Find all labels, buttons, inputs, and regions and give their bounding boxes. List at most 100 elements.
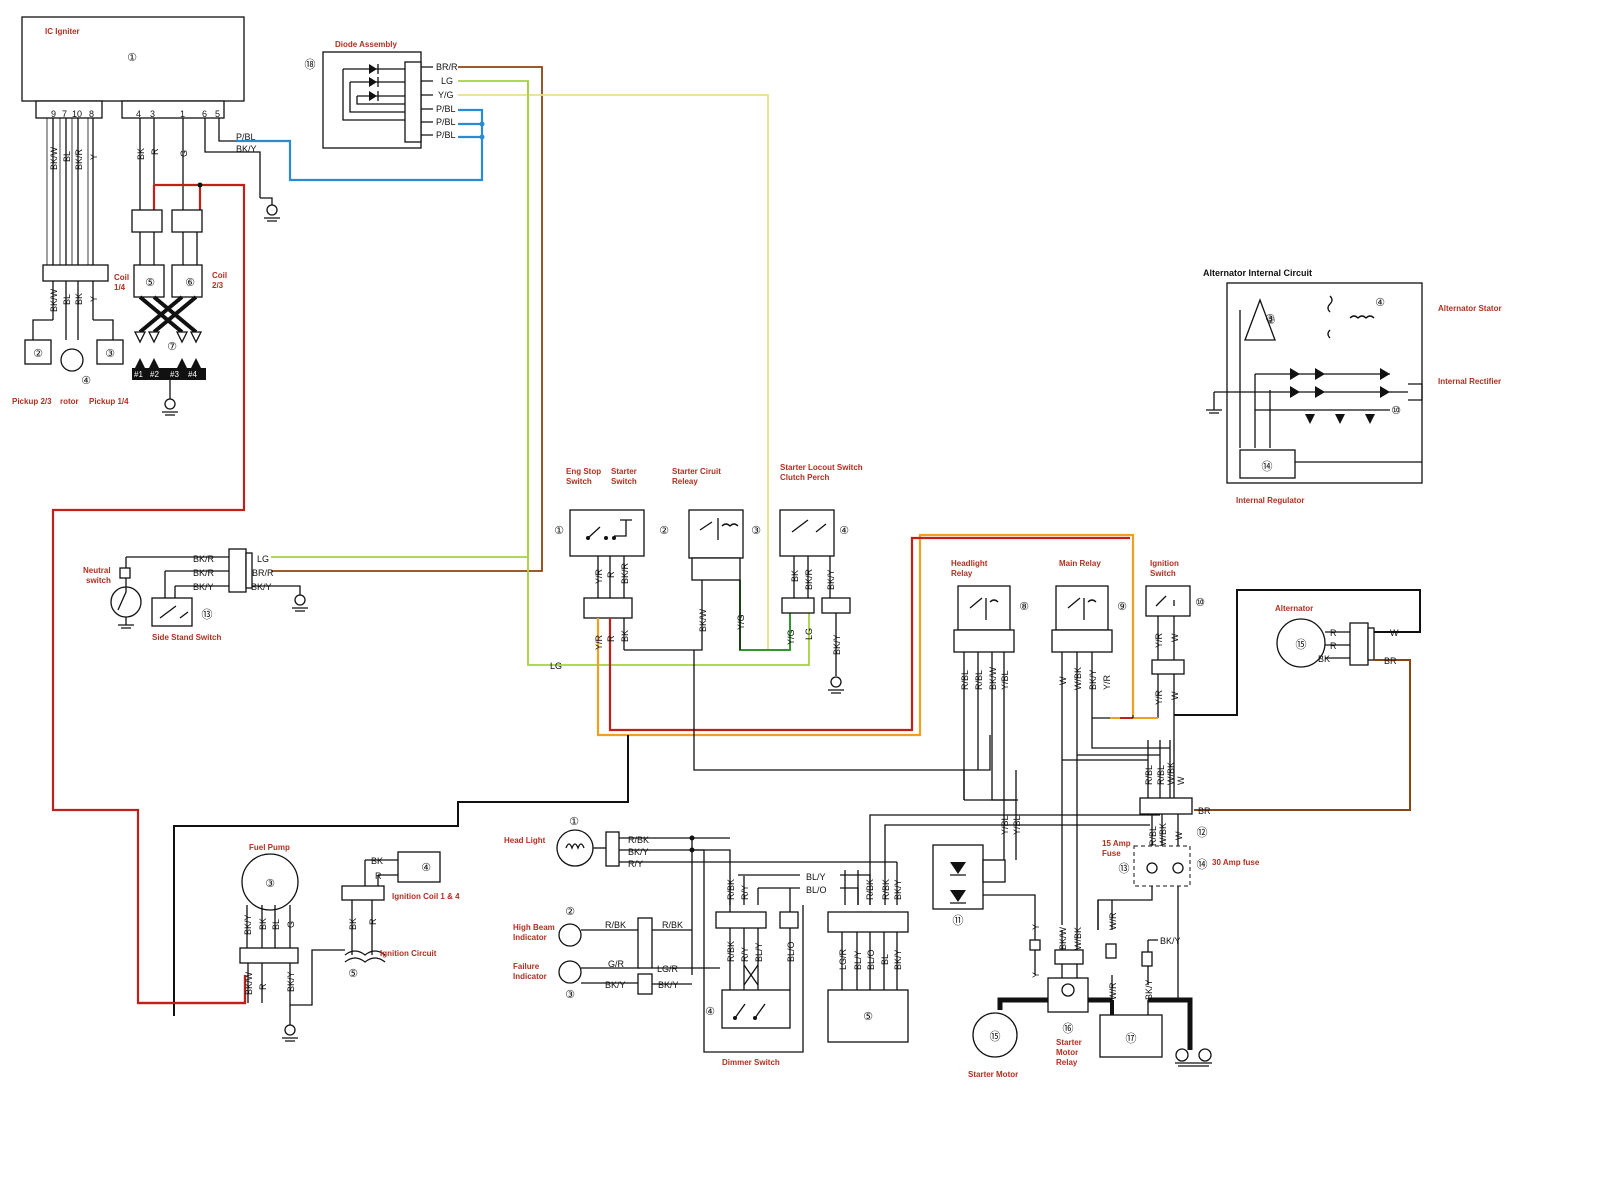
wire-label-yr-ign-2: Y/R bbox=[1154, 689, 1164, 705]
relay-group: Headlight Relay Main Relay Ignition Swit… bbox=[951, 559, 1205, 930]
wire-label-bk-2: BK bbox=[74, 293, 84, 305]
lockout-label-b: Clutch Perch bbox=[780, 473, 829, 482]
starter-relay-label-b: Releay bbox=[672, 477, 698, 486]
wire-label-w-main: W bbox=[1058, 676, 1068, 685]
wire-label-bkr-neutral: BK/R bbox=[193, 554, 215, 564]
wire-label-blo-dim: BL/O bbox=[786, 941, 796, 962]
wire-label-bly-dim: BL/Y bbox=[754, 942, 764, 962]
wire-label-rbk-meter-2: R/BK bbox=[881, 879, 891, 900]
wire-label-yg-lock: Y/G bbox=[786, 629, 796, 645]
alt-stator-label: Alternator Stator bbox=[1438, 304, 1502, 313]
starter-relay-motor-label-a: Starter bbox=[1056, 1038, 1082, 1047]
fuse-box: R/BL R/BL W/BK W BR R/BL W/BK W ⑫ ⑬ ⑭ 15… bbox=[1097, 740, 1260, 1000]
wire-label-gr-fail: G/R bbox=[608, 959, 625, 969]
wire-label-bky-neutral: BK/Y bbox=[193, 582, 214, 592]
wire-label-pbl-igniter: P/BL bbox=[236, 132, 256, 142]
wire-label-br-alt: BR bbox=[1384, 656, 1397, 666]
wire-label-bly: BL/Y bbox=[806, 872, 826, 882]
wire-label-w-fuse-2: W bbox=[1174, 831, 1184, 840]
wire-label-ry-hl: R/Y bbox=[628, 859, 643, 869]
wire-label-y: Y bbox=[89, 154, 99, 160]
ignition-coil-14-label: Ignition Coil 1 & 4 bbox=[392, 892, 460, 901]
ignition-circuit-label: Ignition Circuit bbox=[380, 949, 437, 958]
wire-label-r-ign14-2: R bbox=[368, 918, 378, 925]
wire-label-bky-meter-2: BK/Y bbox=[893, 949, 903, 970]
wire-label-bky-fp: BK/Y bbox=[243, 914, 253, 935]
ref-number-12-fuse: ⑫ bbox=[1197, 826, 1208, 839]
headlight-section: Head Light ① R/BK BK/Y R/Y ② High Beam I… bbox=[504, 815, 897, 1053]
wire-label-rbk-dim: R/BK bbox=[726, 879, 736, 900]
wire-label-yg-diode: Y/G bbox=[438, 90, 454, 100]
wire-label-yr-main: Y/R bbox=[1102, 674, 1112, 690]
wire-label-ry-dim-2: R/Y bbox=[740, 947, 750, 962]
ref-number-7-plugs: ⑦ bbox=[167, 340, 177, 353]
starter-switch-group: Eng Stop Switch Starter Switch Starter C… bbox=[554, 463, 1135, 771]
colored-harness: LG bbox=[271, 66, 810, 671]
wire-label-lg-diode: LG bbox=[441, 76, 453, 86]
wire-label-rbl-fuse-3: R/BL bbox=[1148, 826, 1158, 846]
fuse-30-label: 30 Amp fuse bbox=[1212, 858, 1260, 867]
wire-label-wbk-fuse: W/BK bbox=[1166, 762, 1176, 785]
wire-label-rbk-hb: R/BK bbox=[605, 920, 626, 930]
ref-number-10-rectifier: ⑩ bbox=[1391, 404, 1401, 417]
wire-label-yr-sw-2: Y/R bbox=[594, 634, 604, 650]
pin-6: 6 bbox=[202, 109, 207, 119]
wire-label-rbl-fuse: R/BL bbox=[1144, 765, 1154, 785]
ic-igniter-label: IC Igniter bbox=[45, 27, 80, 36]
alt-internal-circuit-label: Alternator Internal Circuit bbox=[1203, 268, 1312, 278]
spark-plug-4: #4 bbox=[188, 370, 197, 379]
wire-label-rbk-hl: R/BK bbox=[628, 835, 649, 845]
pin-4: 4 bbox=[136, 109, 141, 119]
ref-number-3-relay: ③ bbox=[751, 524, 761, 537]
ref-number-4-dimmer: ④ bbox=[705, 1005, 715, 1018]
coil-23-label-b: 2/3 bbox=[212, 281, 224, 290]
wire-label-r-fp: R bbox=[258, 983, 268, 990]
wire-label-wr-bat-2: W/R bbox=[1108, 982, 1118, 1000]
diode-assembly: Diode Assembly ⑱ BR/R LG Y/G P/BL P/BL P… bbox=[305, 40, 458, 149]
wire-label-bk-ign14: BK bbox=[371, 856, 383, 866]
starter-switch-label-a: Starter bbox=[611, 467, 637, 476]
ref-number-4-ign14: ④ bbox=[421, 861, 431, 874]
wire-label-bky-fp-2: BK/Y bbox=[286, 971, 296, 992]
wire-label-wr-bat: W/R bbox=[1108, 912, 1118, 930]
wire-label-blo-meter: BL/O bbox=[866, 949, 876, 970]
wire-label-blo: BL/O bbox=[806, 885, 827, 895]
wire-label-bkw-relay: BK/W bbox=[698, 608, 708, 632]
wire-label-pbl-diode-2: P/BL bbox=[436, 117, 456, 127]
ref-number-3-stator: ③ bbox=[1265, 312, 1275, 325]
alternator: Alternator ⑮ R R BK W BR bbox=[1174, 589, 1421, 811]
wire-label-bkw: BK/W bbox=[49, 146, 59, 170]
high-beam-label-a: High Beam bbox=[513, 923, 555, 932]
wire-label-ybl-d11-2: Y/BL bbox=[1012, 815, 1022, 835]
wire-label-bk-sw-2: BK bbox=[620, 630, 630, 642]
wire-label-bk-lock: BK bbox=[790, 570, 800, 582]
headlight-relay-label-b: Relay bbox=[951, 569, 973, 578]
wire-label-pbl-diode-3: P/BL bbox=[436, 130, 456, 140]
dimmer-switch-label: Dimmer Switch bbox=[722, 1058, 780, 1067]
wire-label-bky-lock: BK/Y bbox=[826, 569, 836, 590]
main-relay-label: Main Relay bbox=[1059, 559, 1101, 568]
starter-relay-label-a: Starter Ciruit bbox=[672, 467, 721, 476]
ref-number-9-main-relay: ⑨ bbox=[1117, 600, 1127, 613]
wire-label-ybl-hl: Y/BL bbox=[1000, 670, 1010, 690]
ref-number-5-coil: ⑤ bbox=[145, 276, 155, 289]
starter-battery: Y Y BK/W W/BK ⑯ Starter Motor Relay ⑮ St… bbox=[968, 900, 1212, 1079]
ref-number-3-fuelpump: ③ bbox=[265, 877, 275, 890]
ignition-switch-label-a: Ignition bbox=[1150, 559, 1179, 568]
coil-14-label-a: Coil bbox=[114, 273, 129, 282]
wire-label-bk-fp: BK bbox=[258, 918, 268, 930]
ref-number-14-fuse30: ⑭ bbox=[1197, 858, 1208, 871]
spark-plug-3: #3 bbox=[170, 370, 179, 379]
wire-label-brr-diode: BR/R bbox=[436, 62, 458, 72]
diode-11: ⑪ Y/BL Y/BL bbox=[932, 770, 1036, 927]
alternator-internal-circuit: Alternator Internal Circuit ③ ② ④ ⑩ ⑭ Al… bbox=[1203, 268, 1502, 505]
ref-number-10-ignition-switch: ⑩ bbox=[1195, 596, 1205, 609]
failure-label-b: Indicator bbox=[513, 972, 547, 981]
starter-switch-label-b: Switch bbox=[611, 477, 637, 486]
spark-plug-1: #1 bbox=[134, 370, 143, 379]
ref-number-5-igncircuit: ⑤ bbox=[348, 967, 358, 980]
wire-label-lgr-fail: LG/R bbox=[657, 964, 679, 974]
high-beam-label-b: Indicator bbox=[513, 933, 547, 942]
neutral-switch-label-a: Neutral bbox=[83, 566, 111, 575]
